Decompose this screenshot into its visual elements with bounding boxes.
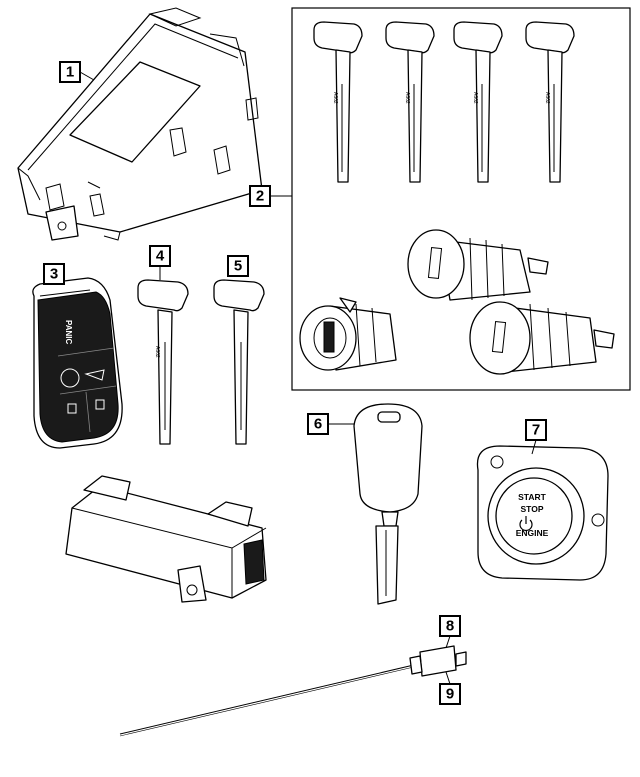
callout-3-label: 3 — [50, 266, 58, 283]
callout-3: 3 — [43, 263, 65, 285]
callout-5-label: 5 — [234, 258, 242, 275]
callout-1: 1 — [59, 61, 95, 83]
part-4-key-blade: A662 — [137, 279, 189, 445]
stop-label: STOP — [521, 504, 544, 514]
callout-4: 4 — [149, 245, 171, 280]
lock-cylinder-right — [469, 301, 615, 375]
callout-2: 2 — [249, 185, 292, 207]
part-3-key-fob: PANIC — [32, 277, 123, 449]
key-blade-1: A662 — [313, 21, 363, 183]
key-stamp-part-4: A662 — [154, 346, 160, 358]
callout-2-label: 2 — [256, 188, 264, 205]
key-stamp-1: A662 — [332, 92, 338, 104]
callout-5: 5 — [227, 255, 249, 277]
start-label: START — [518, 492, 547, 502]
power-icon — [519, 516, 533, 531]
callout-8: 8 — [439, 615, 461, 649]
remote-start-icon — [60, 368, 80, 388]
callout-4-label: 4 — [156, 248, 165, 265]
key-blade-3: A662 — [453, 21, 503, 183]
part-5-key-blade — [213, 279, 265, 445]
part-2-frame — [291, 7, 631, 391]
key-stamp-2: A662 — [404, 92, 410, 104]
key-stamp-3: A662 — [472, 92, 478, 104]
lock-cylinder-left — [299, 297, 397, 371]
key-blade-4: A662 — [525, 21, 575, 183]
unlock-icon — [95, 399, 105, 410]
part-6-mechanical-key — [353, 403, 423, 605]
part-7-start-stop-switch: START STOP ENGINE — [476, 445, 609, 581]
part-1-receiver-module — [17, 7, 263, 241]
callout-9: 9 — [439, 671, 461, 705]
callout-9-label: 9 — [446, 686, 454, 703]
callout-1-label: 1 — [66, 64, 74, 81]
part-2-lock-cylinder-set: A662 A662 A662 A662 — [291, 7, 631, 391]
lock-icon — [67, 403, 77, 414]
lock-cylinder-top — [407, 229, 549, 301]
callout-6-label: 6 — [314, 416, 322, 433]
key-blade-2: A662 — [385, 21, 435, 183]
part-8-9-antenna — [119, 645, 467, 737]
callout-8-label: 8 — [446, 618, 454, 635]
mounting-bracket — [65, 475, 267, 603]
trunk-icon — [84, 369, 105, 381]
callout-7-label: 7 — [532, 422, 540, 439]
key-stamp-4: A662 — [544, 92, 550, 104]
engine-label: ENGINE — [516, 528, 549, 538]
callout-6: 6 — [307, 413, 354, 435]
callout-7: 7 — [525, 419, 547, 455]
fob-panic-label: PANIC — [64, 320, 73, 345]
